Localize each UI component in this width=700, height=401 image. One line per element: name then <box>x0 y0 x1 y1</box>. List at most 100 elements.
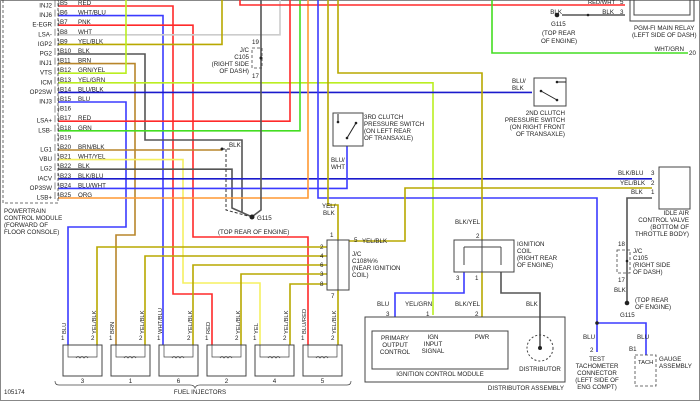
third-clutch-pressure-switch: 3RD CLUTCH PRESSURE SWITCH (ON LEFT REAR… <box>331 112 424 171</box>
ignition-coil: BLK/YEL 2 3 1 IGNITION COIL (RIGHT REAR … <box>453 219 558 282</box>
pin-label: 2 <box>651 180 655 187</box>
pin-bracket <box>54 95 60 104</box>
wire-label: BLU/RED <box>302 309 308 334</box>
pin-label: 2 <box>476 233 480 240</box>
pin-label: 1 <box>426 311 430 318</box>
pin-label: 2 <box>91 335 95 342</box>
wire-label: RED <box>206 322 212 334</box>
g115-name: G115 <box>551 21 566 28</box>
pin-bracket <box>54 191 60 200</box>
injector-coil-icon <box>211 345 242 359</box>
pin-bracket <box>54 9 60 17</box>
pin-bracket <box>54 57 60 65</box>
icm-label: IGNITION CONTROL MODULE <box>396 371 483 378</box>
fuel-injectors-label: FUEL INJECTORS <box>174 389 226 396</box>
pcm-terminal-label: PG2 <box>40 51 53 58</box>
pin-bracket <box>54 28 60 36</box>
relay-label: (LEFT SIDE OF DASH) <box>632 32 697 39</box>
ground-icon <box>624 300 630 306</box>
pcm-label-1: POWERTRAIN <box>4 208 46 215</box>
pcm-pin-id: B8 <box>60 29 68 36</box>
pcm-wire-label: BLU/WHT <box>78 182 106 189</box>
c105-label: (RIGHT SIDE <box>212 61 249 68</box>
distributor-assembly: BLU 3 YEL/GRN 1 BLK/YEL 2 BLK PRIMARY OU… <box>364 301 566 392</box>
wire-dashed <box>222 148 249 217</box>
pcm-wire-label: BLU/BLK <box>78 86 104 93</box>
injector-number: 6 <box>177 378 181 385</box>
pcm-label-4: FLOOR CONSOLE) <box>4 229 59 236</box>
wire <box>58 146 348 190</box>
pcm-terminal-label: IACV <box>38 175 53 182</box>
wire-label: BRN <box>110 322 116 334</box>
wire-label: BLK <box>602 9 615 16</box>
pin-label: 5 <box>354 237 358 244</box>
wire-label: WHT/BLU <box>158 308 164 334</box>
wire-label: BLK <box>512 85 525 92</box>
pcm-pin-id: B18 <box>60 125 72 132</box>
wire-label: YEL <box>254 322 260 334</box>
g115-location: (TOP REAR <box>542 30 576 37</box>
pin-label: 1 <box>109 335 113 342</box>
wire-label: YEL/BLK <box>236 310 242 334</box>
pcm-pin-id: B15 <box>60 96 72 103</box>
switch-label: PRESSURE SWITCH <box>505 117 565 124</box>
pin-label: 2 <box>590 347 594 354</box>
wire-label: BLK <box>631 189 644 196</box>
pin-bracket <box>54 38 60 46</box>
wire-label: YEL/BLK <box>188 310 194 334</box>
pin-bracket <box>54 153 60 161</box>
g115-location: OF ENGINE) <box>541 38 577 45</box>
gauge-assembly: TACH BLU B1 GAUGE ASSEMBLY <box>629 334 692 387</box>
pin-bracket <box>54 19 60 27</box>
pcm-wire-label: RED <box>78 115 92 122</box>
pcm-wire-label: YEL/GRN <box>78 77 105 84</box>
pcm-terminal-label: LSB+ <box>37 195 53 202</box>
pcm-wire-label: BLK <box>78 48 91 55</box>
wire <box>58 62 136 345</box>
pin-label: 1 <box>61 335 65 342</box>
c108-label: J/C <box>352 251 362 258</box>
switch-label: OF TRANSAXLE) <box>364 135 413 142</box>
c105-pin-17: 17 <box>252 73 259 80</box>
wire-label: BLU <box>377 301 389 308</box>
coil-label: (RIGHT REAR <box>517 255 558 262</box>
pin-label: 1 <box>651 189 655 196</box>
pcm-wire-label: RED <box>78 0 92 7</box>
pcm-wire-label: PNK <box>78 19 92 26</box>
pcm-terminal-label: VTS <box>40 70 52 77</box>
pin-bracket <box>54 67 60 75</box>
pin-label: 2 <box>283 335 287 342</box>
pcm-terminal-label: INJ3 <box>39 99 52 106</box>
distributor-icon <box>526 334 554 362</box>
pin-bracket <box>54 143 60 152</box>
pin-bracket <box>54 134 60 142</box>
g115-location: (TOP REAR OF ENGINE) <box>218 229 289 236</box>
idle-air-control-valve: BLK/BLU 3 YEL/BLK 2 BLK 1 IDLE AIR CONTR… <box>618 166 691 238</box>
pcm-wire-label: WHT/BLU <box>78 10 106 17</box>
pin-label: 3 <box>456 275 460 282</box>
wire <box>144 255 327 345</box>
wire <box>192 264 327 345</box>
pcm-pin-id: B6 <box>60 10 68 17</box>
icm-input-label: SIGNAL <box>422 348 445 355</box>
pcm-pin-id: B11 <box>60 58 71 65</box>
pin-label: 2 <box>320 244 324 251</box>
wire <box>58 0 223 46</box>
wire-label: YEL/BLK <box>620 180 646 187</box>
coil-label: COIL <box>517 248 532 255</box>
pcm-terminal-label: LG1 <box>40 147 52 154</box>
wire <box>500 272 541 348</box>
pcm-wire-label: ORG <box>78 192 92 199</box>
wire-label: BLU <box>637 334 649 341</box>
wire-label: BLK <box>229 142 242 149</box>
wire-label: BLU/ <box>331 157 345 164</box>
ground-g115-center: BLK G115 (TOP REAR OF ENGINE) <box>218 142 289 236</box>
pcm-terminal-label: LSA- <box>38 31 52 38</box>
pin-label: 6 <box>320 262 324 269</box>
switch-label: (ON LEFT REAR <box>364 128 412 135</box>
injector-coil-icon <box>67 345 98 359</box>
tach-connector-label: (LEFT SIDE OF <box>575 377 619 384</box>
wire <box>96 246 327 345</box>
